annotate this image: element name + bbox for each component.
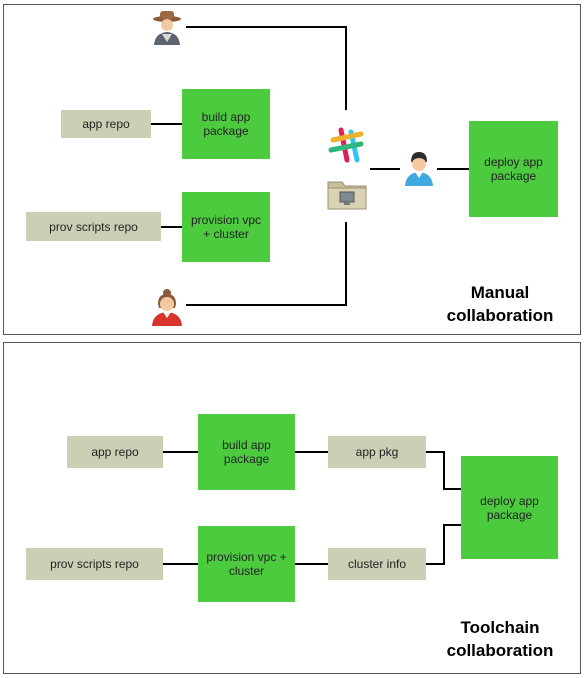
toolchain-collaboration-title: Toolchain collaboration	[426, 616, 574, 662]
manual-deploy-app-package-box: deploy app package	[469, 121, 558, 217]
toolchain-title-line-2: collaboration	[446, 641, 554, 660]
connector-tc-cluster-info-to-deploy	[426, 524, 461, 565]
toolchain-build-app-package-box: build app package	[198, 414, 295, 490]
toolchain-app-repo-box: app repo	[67, 436, 163, 468]
toolchain-prov-scripts-repo-box: prov scripts repo	[26, 548, 163, 580]
toolchain-deploy-app-package-box: deploy app package	[461, 456, 558, 559]
slack-icon	[328, 127, 364, 163]
connector-woman-to-folder	[186, 222, 347, 306]
manual-app-repo-box: app repo	[61, 110, 151, 138]
toolchain-cluster-info-box: cluster info	[328, 548, 426, 580]
manual-prov-scripts-repo-box: prov scripts repo	[26, 212, 161, 241]
manual-title-line-1: Manual	[470, 283, 530, 302]
cowboy-person-icon	[153, 11, 181, 45]
connector-cowboy-to-chat	[186, 26, 347, 110]
developer-person-icon	[405, 152, 433, 186]
toolchain-app-pkg-box: app pkg	[328, 436, 426, 468]
shared-folder-icon	[327, 181, 367, 210]
toolchain-provision-vpc-cluster-box: provision vpc + cluster	[198, 526, 295, 602]
toolchain-title-line-1: Toolchain	[460, 618, 540, 637]
manual-build-app-package-box: build app package	[182, 89, 270, 159]
manual-provision-vpc-cluster-box: provision vpc + cluster	[182, 192, 270, 262]
manual-title-line-2: collaboration	[446, 306, 554, 325]
woman-person-icon	[152, 289, 182, 326]
connector-tc-app-pkg-to-deploy	[426, 451, 461, 490]
manual-collaboration-title: Manual collaboration	[430, 281, 570, 327]
